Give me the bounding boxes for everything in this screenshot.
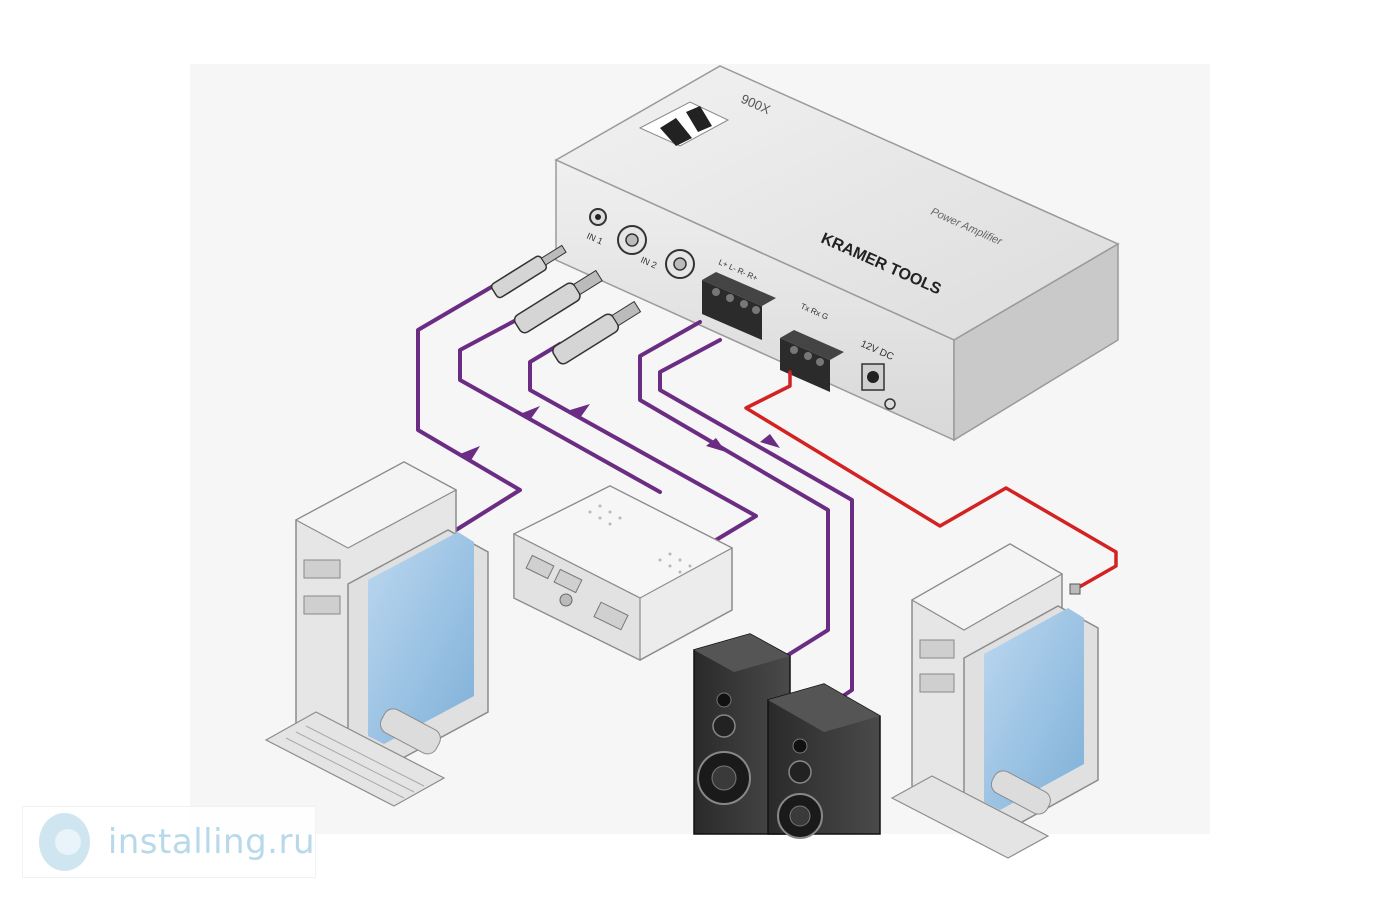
watermark-text: installing.ru	[107, 822, 315, 862]
watermark: installing.ru	[22, 806, 316, 878]
cable-rs232-to-pc2	[744, 370, 1118, 592]
keyboard-left	[264, 711, 446, 807]
audio-cables	[416, 280, 854, 700]
cable-stereo-to-in2a	[458, 316, 662, 494]
rca-input-jacks	[617, 225, 695, 279]
rs232-terminal-block	[780, 330, 844, 392]
device-side-face	[953, 242, 1119, 442]
computer-left	[264, 461, 489, 807]
cable-terminal-to-speaker1	[638, 320, 830, 662]
signal-direction-arrows	[460, 404, 780, 462]
audio-output-terminal-block	[702, 272, 776, 340]
dc-power-socket	[861, 363, 896, 410]
keyboard-right	[890, 775, 1050, 859]
serial-port-right	[1069, 583, 1081, 595]
mouse-right	[990, 770, 1051, 815]
speaker-right	[767, 683, 881, 839]
cable-stereo-to-in2b	[528, 342, 758, 554]
audio-source-unit	[512, 485, 734, 661]
cable-pc1-to-in1	[416, 280, 522, 532]
monitor-screen-right	[984, 608, 1084, 810]
power-amplifier-device: 900X KRAMER TOOLS Power Amplifier 12V DC…	[554, 65, 1120, 442]
cable-terminal-to-speaker2	[658, 338, 854, 700]
control-cable	[744, 370, 1118, 592]
speaker-left	[693, 633, 791, 835]
watermark-logo-icon	[39, 813, 90, 871]
mouse-left	[379, 708, 441, 755]
cable-plugs	[490, 244, 642, 365]
monitor-screen-left	[368, 532, 474, 744]
computer-right	[890, 543, 1099, 859]
kramer-logo	[638, 101, 730, 147]
